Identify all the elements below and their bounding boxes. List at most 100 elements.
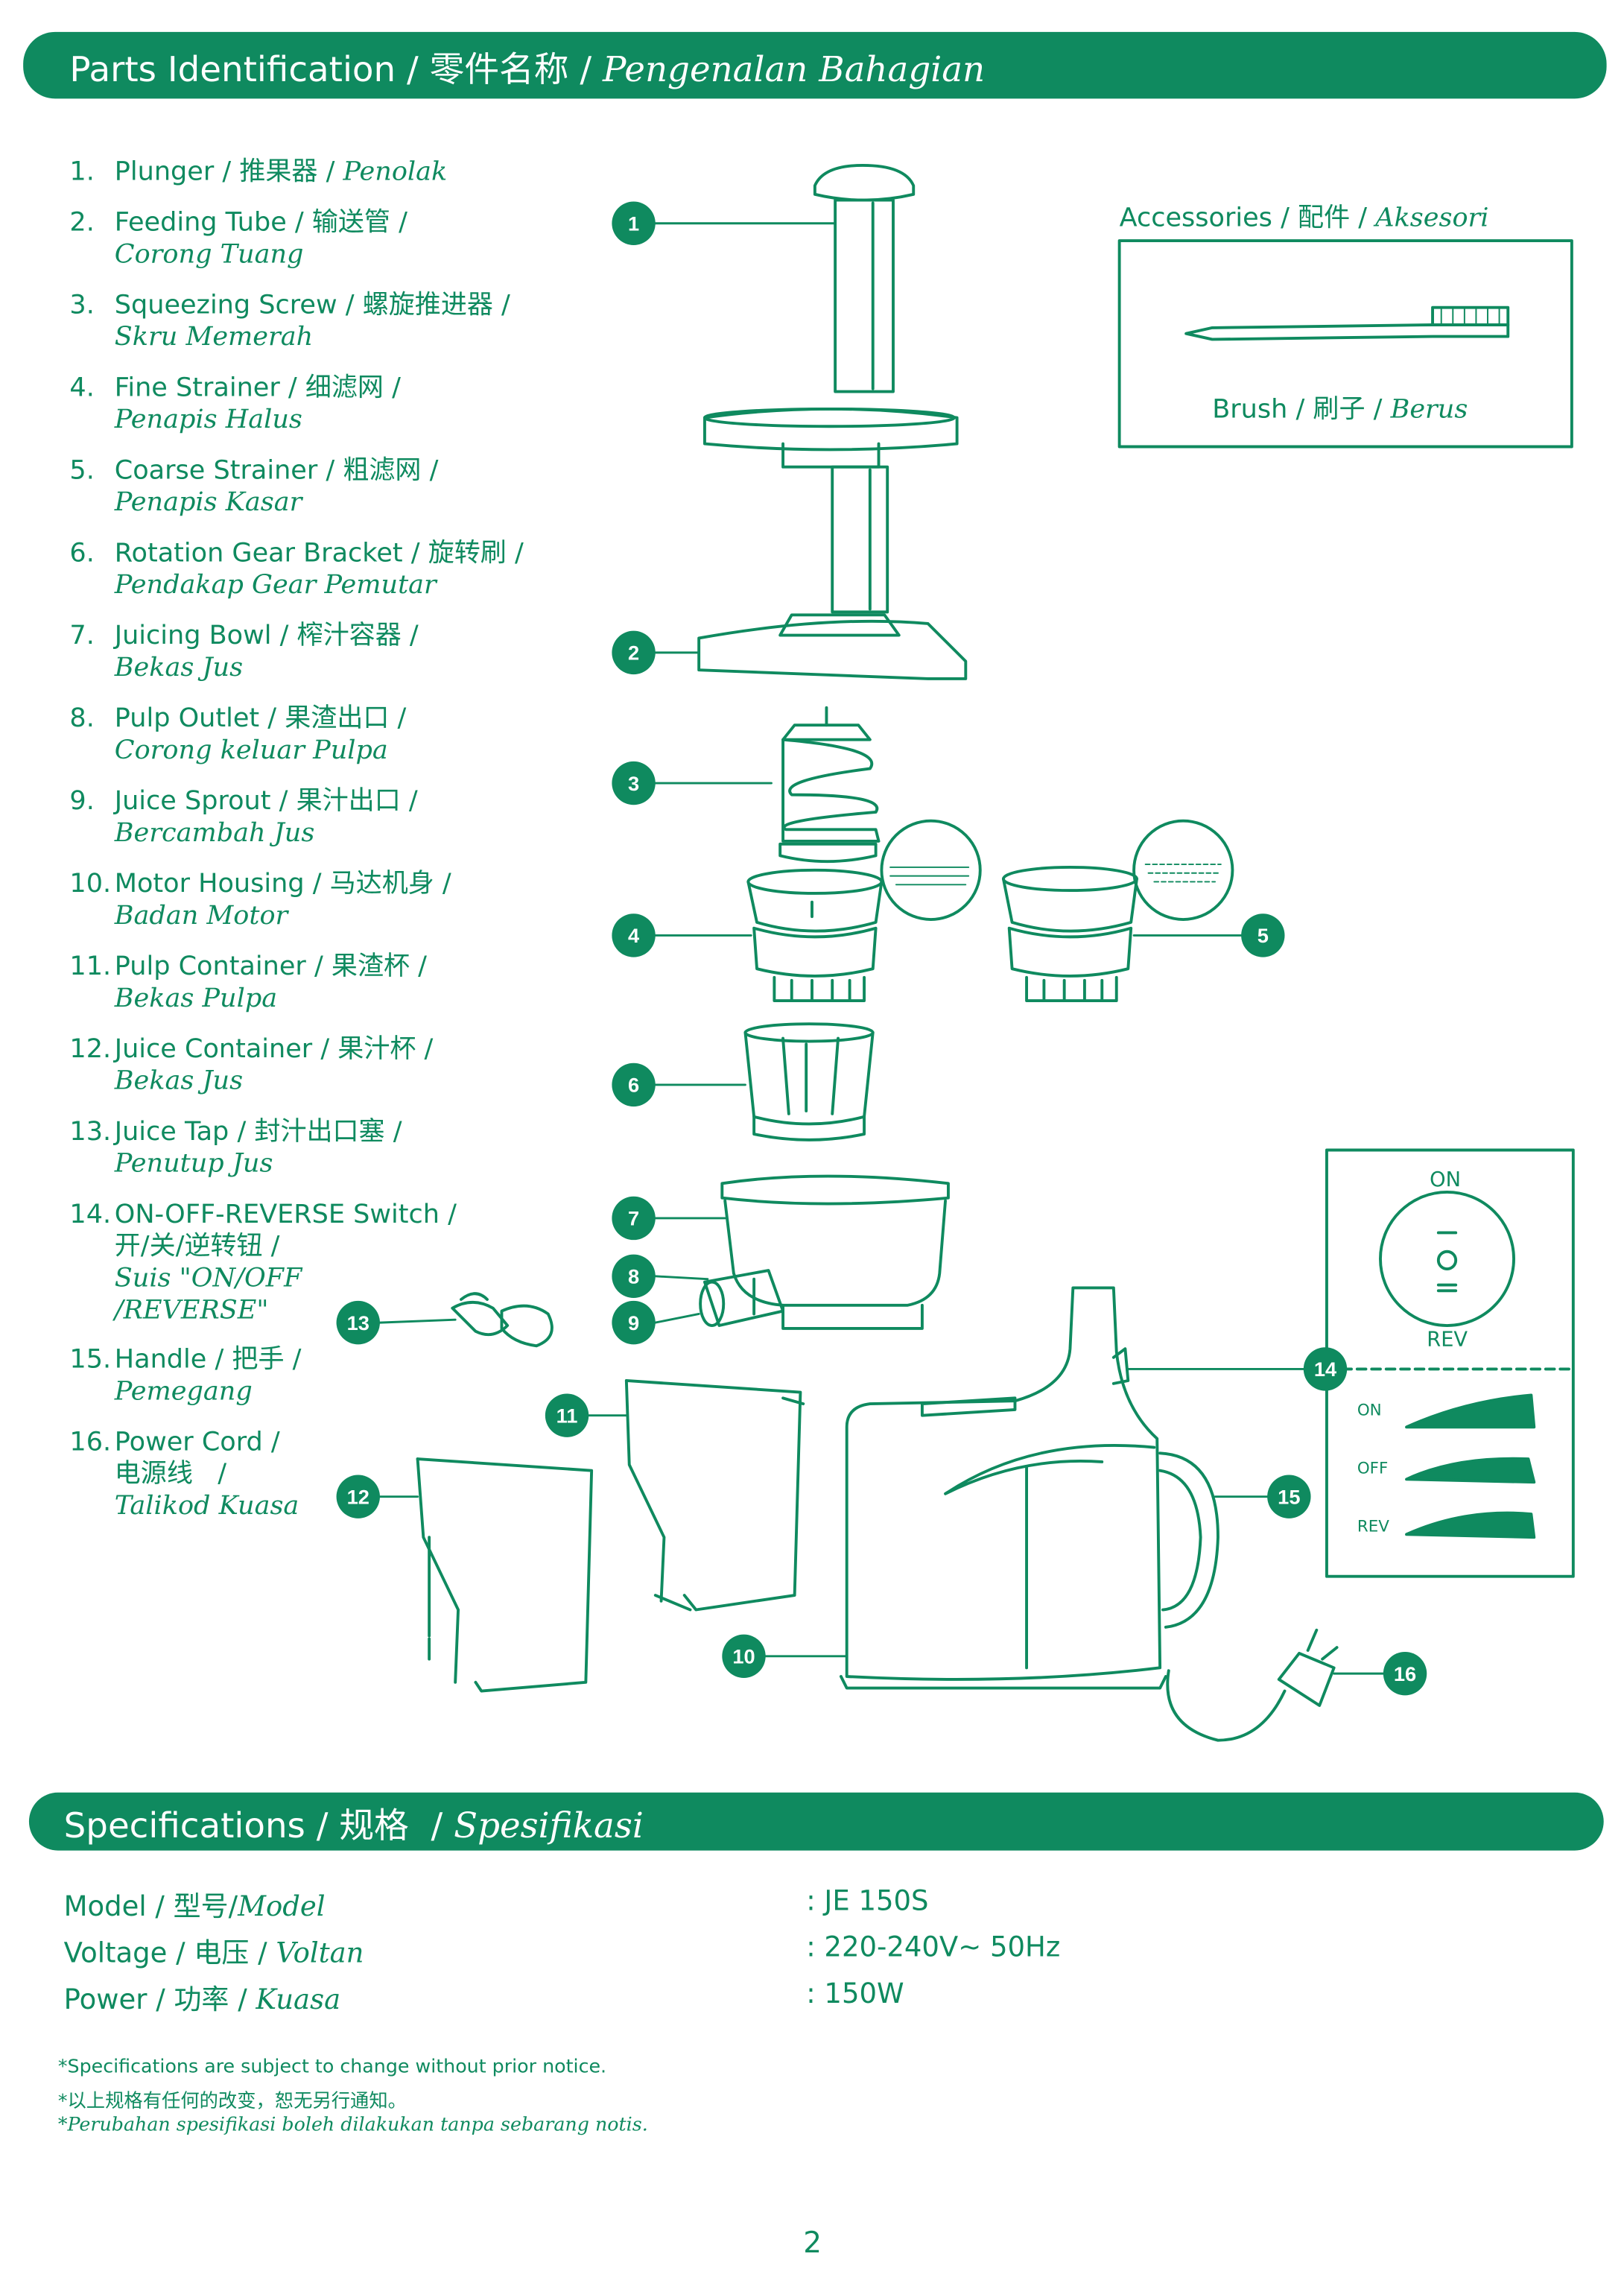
brush-label-zh: 刷子 xyxy=(1313,394,1366,425)
part-name-ms: Pemegang xyxy=(114,1376,253,1407)
callout-label: 8 xyxy=(628,1265,639,1288)
callout-label: 1 xyxy=(628,212,639,235)
spec-row-model-value: : JE 150S xyxy=(806,1885,929,1918)
part-number: 8. xyxy=(69,703,95,734)
spec-row-power-value: : 150W xyxy=(806,1977,904,2010)
part-number: 11. xyxy=(69,951,112,982)
callout-3 xyxy=(612,761,656,805)
part-name-zh: 电源线 / xyxy=(114,1459,227,1489)
part-name-zh: 把手 xyxy=(232,1344,285,1375)
page-number: 2 xyxy=(803,2224,822,2260)
callout-5 xyxy=(1241,913,1285,957)
part-name-en: Pulp Outlet xyxy=(114,703,260,734)
part-name-en: Juice Sprout xyxy=(114,785,271,817)
switch-panel-box xyxy=(1325,1148,1575,1578)
part-number: 7. xyxy=(69,621,95,651)
coarse-strainer-illustration xyxy=(1001,819,1234,1002)
switch-dial-rev-label: REV xyxy=(1427,1328,1468,1352)
part-name-en: Juice Container xyxy=(114,1033,313,1065)
part-number: 10. xyxy=(69,868,112,899)
part-name-en: Rotation Gear Bracket xyxy=(114,538,403,569)
part-name-en: Feeding Tube xyxy=(114,207,287,238)
callout-12 xyxy=(336,1475,380,1518)
part-name-ms: Bekas Pulpa xyxy=(114,983,278,1014)
callout-label: 3 xyxy=(628,772,639,795)
note-ms: *Perubahan spesifikasi boleh dilakukan t… xyxy=(57,2114,648,2137)
plunger-illustration xyxy=(813,163,916,393)
part-name-ms: Pendakap Gear Pemutar xyxy=(114,569,437,601)
part-number: 4. xyxy=(69,373,95,404)
part-name-ms: Corong keluar Pulpa xyxy=(114,735,388,766)
specs-title-ms: Spesifikasi xyxy=(454,1805,644,1846)
specs-title-zh: 规格 xyxy=(339,1805,409,1846)
spec-label-zh: 电压 xyxy=(194,1937,250,1970)
spec-label-ms: Model xyxy=(238,1891,326,1923)
accessories-box xyxy=(1117,239,1573,449)
callout-label: 14 xyxy=(1314,1358,1336,1381)
part-name-zh: 输送管 xyxy=(311,207,390,238)
parts-identification-header: Parts Identification / 零件名称 / Pengenalan… xyxy=(23,31,1607,99)
brush-label-ms: Berus xyxy=(1390,394,1468,425)
header-title-en: Parts Identification xyxy=(69,48,396,89)
part-number: 16. xyxy=(69,1427,112,1458)
part-name-ms: Penapis Kasar xyxy=(114,487,302,518)
part-name-zh: 榨汁容器 xyxy=(296,621,402,651)
callout-10 xyxy=(722,1634,766,1678)
callout-label: 16 xyxy=(1394,1662,1416,1685)
callout-markers xyxy=(336,201,1427,1696)
callout-label: 4 xyxy=(628,924,639,947)
part-name-zh: 果渣杯 xyxy=(331,951,410,982)
spec-row-voltage-value: : 220-240V~ 50Hz xyxy=(806,1931,1061,1964)
part-name-zh: 果汁出口 xyxy=(296,785,401,817)
power-cord-illustration xyxy=(1166,1628,1339,1742)
callout-label: 11 xyxy=(556,1404,578,1427)
callout-14 xyxy=(1303,1347,1348,1391)
feeding-tube-illustration xyxy=(697,407,968,680)
part-name-zh: 螺旋推进器 xyxy=(362,290,493,321)
juicing-bowl-illustration xyxy=(699,1174,950,1330)
spec-row-model-label: Model / 型号/Model xyxy=(63,1891,326,1923)
part-name-en: Pulp Container xyxy=(114,951,306,982)
part-name-en: Handle xyxy=(114,1344,207,1375)
part-name-zh: 粗滤网 xyxy=(343,455,422,487)
callout-label: 13 xyxy=(347,1311,369,1334)
part-name-en: Plunger xyxy=(114,156,215,188)
switch-dial xyxy=(1379,1190,1515,1327)
part-number: 3. xyxy=(69,290,95,321)
callout-6 xyxy=(612,1063,656,1107)
part-name-en: Power Cord / xyxy=(114,1427,280,1458)
spec-row-voltage-label: Voltage / 电压 / Voltan xyxy=(63,1937,364,1970)
callout-2 xyxy=(612,630,656,675)
note-zh: *以上规格有任何的改变，恕无另行通知。 xyxy=(57,2091,407,2113)
part-name-ms: Bekas Jus xyxy=(114,652,244,683)
part-name-zh: 推果器 xyxy=(239,156,318,188)
callout-label: 9 xyxy=(628,1311,639,1334)
accessories-title-zh: 配件 xyxy=(1298,203,1351,234)
part-number: 12. xyxy=(69,1033,112,1065)
spec-label-ms: Voltan xyxy=(276,1937,364,1970)
part-number: 6. xyxy=(69,538,95,569)
switch-dial-symbols-icon xyxy=(1436,1231,1458,1293)
switch-row-on-label: ON xyxy=(1357,1401,1382,1420)
note-en: *Specifications are subject to change wi… xyxy=(57,2056,607,2079)
spec-label-ms: Kuasa xyxy=(256,1983,341,2016)
spec-label-en: Voltage xyxy=(63,1937,168,1970)
part-name-ms: Bekas Jus xyxy=(114,1065,244,1097)
part-name-en: Coarse Strainer xyxy=(114,455,318,487)
brush-label: Brush / 刷子 / Berus xyxy=(1212,394,1468,425)
part-name-en: Fine Strainer xyxy=(114,373,280,404)
switch-row-rev-label: REV xyxy=(1357,1516,1389,1536)
callout-label: 15 xyxy=(1278,1485,1300,1508)
juice-tap-illustration xyxy=(451,1292,554,1348)
brush-illustration xyxy=(1184,305,1510,341)
brush-label-en: Brush xyxy=(1212,394,1288,425)
spec-label-zh: 型号 xyxy=(173,1891,229,1923)
part-name-ms: Penolak xyxy=(343,156,448,188)
callout-15 xyxy=(1267,1475,1311,1518)
part-number: 14. xyxy=(69,1199,112,1230)
part-name-ms: Badan Motor xyxy=(114,900,288,931)
accessories-title-en: Accessories xyxy=(1119,203,1272,234)
switch-dial-on-label: ON xyxy=(1430,1168,1461,1192)
callout-16 xyxy=(1383,1651,1427,1696)
